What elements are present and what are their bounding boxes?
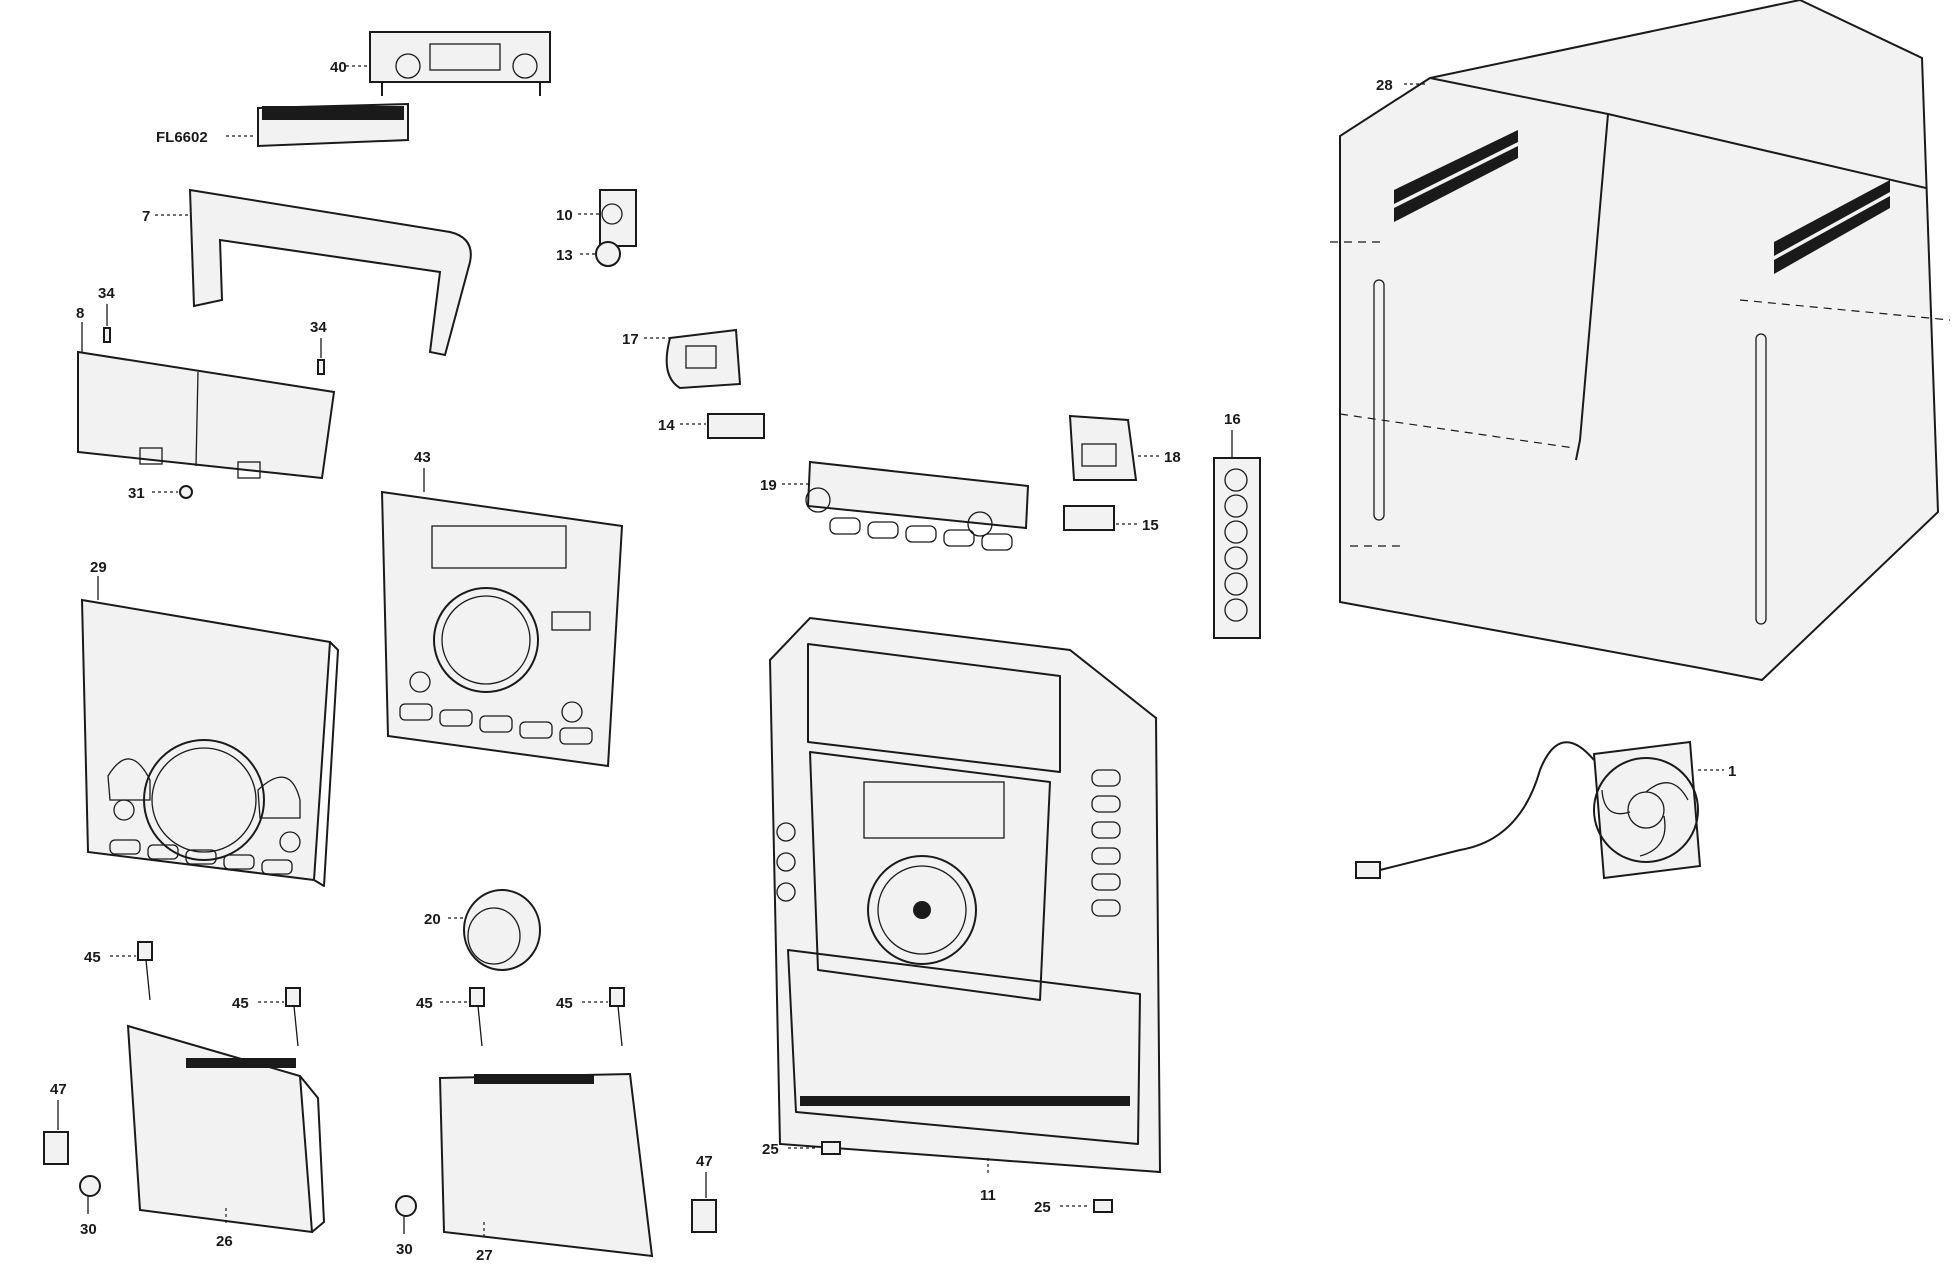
label-19: 19 [760,477,777,494]
label-14: 14 [658,417,675,434]
label-34-right: 34 [310,319,327,336]
label-28: 28 [1376,77,1393,94]
label-7: 7 [142,208,150,225]
label-43: 43 [414,449,431,466]
part-47-jack-left [43,1100,69,1165]
part-45-bracket-d [582,987,625,1047]
part-27-right-speaker [438,1072,654,1258]
part-30-spring-left [79,1175,101,1214]
label-8: 8 [76,305,84,322]
label-26: 26 [216,1233,233,1250]
part-fl6602-display [226,102,409,148]
part-8-cover [77,322,336,480]
part-18-mechanism [1068,414,1160,481]
part-20-volume-knob [448,889,541,971]
label-20: 20 [424,911,441,928]
label-25-left: 25 [762,1141,779,1158]
part-13-knob [580,241,621,267]
part-34-clip-right [317,338,325,375]
label-1: 1 [1728,763,1736,780]
label-27: 27 [476,1247,493,1264]
label-29: 29 [90,559,107,576]
label-15: 15 [1142,517,1159,534]
label-47-left: 47 [50,1081,67,1098]
label-31: 31 [128,485,145,502]
label-10: 10 [556,207,573,224]
part-16-button-strip [1213,430,1261,639]
label-30-left: 30 [80,1221,97,1238]
label-11: 11 [980,1187,996,1204]
part-25-foot-left [788,1141,841,1155]
label-17: 17 [622,331,639,348]
label-45-d: 45 [556,995,573,1012]
part-31-screw [152,485,193,499]
part-17-mechanism [644,328,742,390]
part-34-clip-left [103,304,111,343]
part-43-panel-frame [380,468,624,768]
label-45-c: 45 [416,995,433,1012]
part-45-bracket-c [440,987,485,1047]
label-47-right: 47 [696,1153,713,1170]
label-34-left: 34 [98,285,115,302]
label-30-right: 30 [396,1241,413,1258]
part-28-cabinet [1330,0,1951,682]
part-45-bracket-b [258,987,301,1047]
label-45-b: 45 [232,995,249,1012]
part-26-left-speaker [126,1024,325,1234]
part-10-switch [578,189,637,247]
label-25-right: 25 [1034,1199,1051,1216]
part-45-bracket-a [110,941,153,1001]
label-45-a: 45 [84,949,101,966]
part-14-bracket [680,413,765,439]
part-19-button-board [782,460,1030,551]
part-15-bracket [1063,505,1138,531]
part-29-front-panel [80,576,339,887]
label-13: 13 [556,247,573,264]
part-30-spring-right [395,1195,417,1234]
label-18: 18 [1164,449,1181,466]
label-16: 16 [1224,411,1241,428]
part-47-jack-right [691,1172,717,1233]
part-25-foot-right [1060,1199,1113,1213]
part-40-bracket [346,31,551,96]
part-11-main-chassis [768,616,1162,1176]
label-fl6602: FL6602 [156,129,208,146]
label-40: 40 [330,59,347,76]
part-7-bezel [155,188,472,357]
part-1-cooling-fan [1355,740,1724,880]
